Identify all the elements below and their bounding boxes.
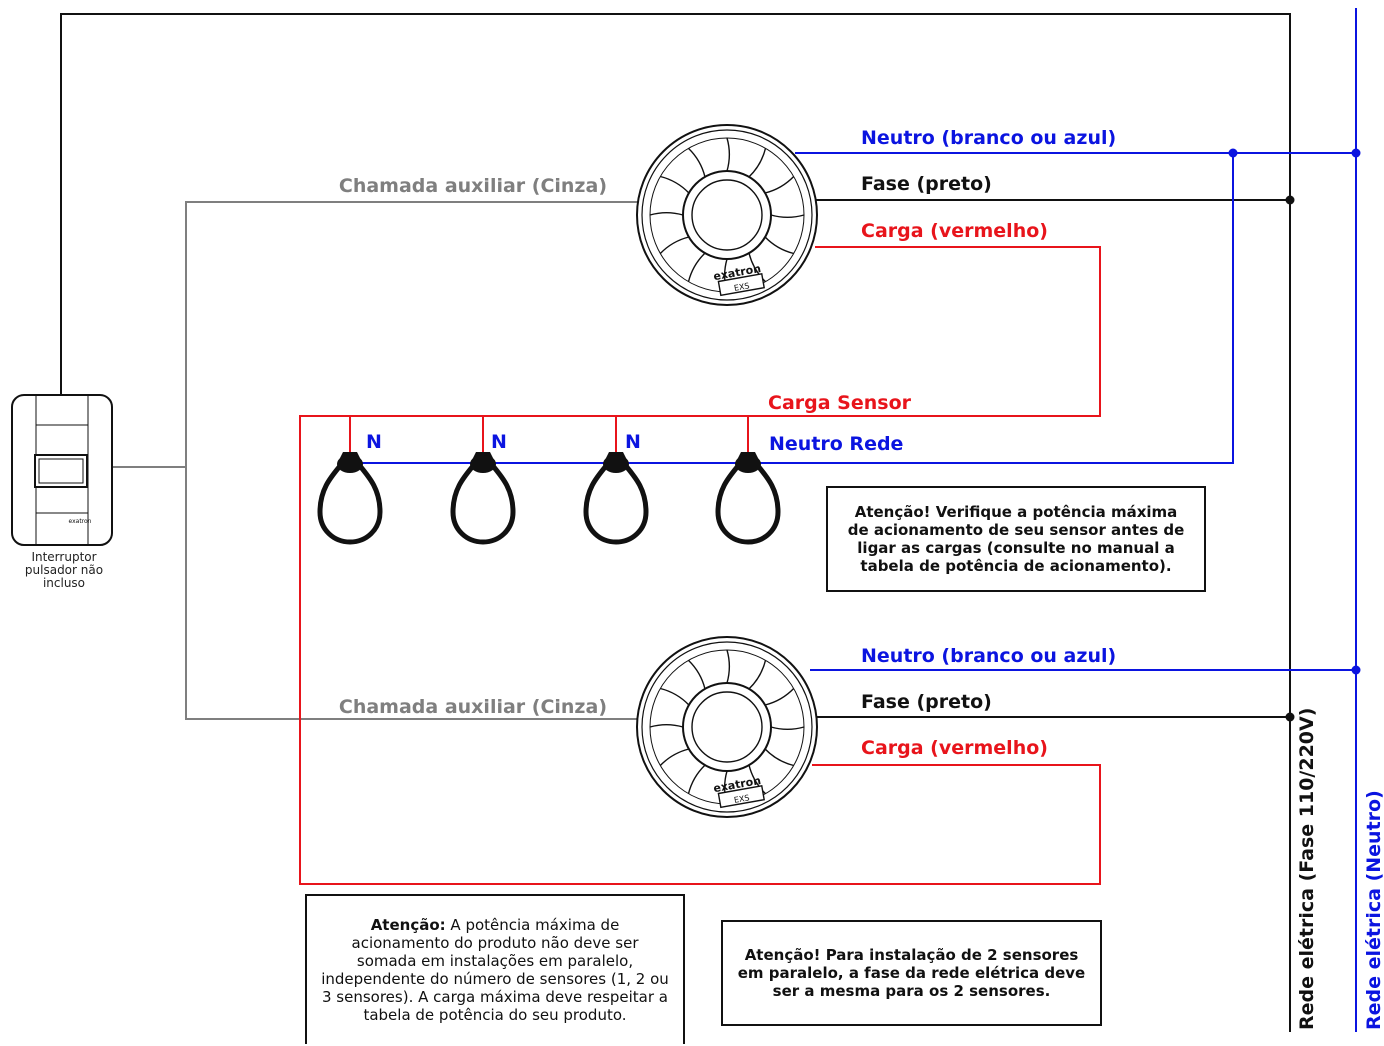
switch-icon: exatron bbox=[11, 394, 113, 546]
label-carga-top: Carga (vermelho) bbox=[861, 220, 1048, 242]
note-parallel-power-bold: Atenção: bbox=[370, 916, 446, 934]
neutro-junction-c bbox=[1351, 665, 1361, 675]
label-n-2: N bbox=[491, 431, 507, 453]
neutro-junction-a bbox=[1228, 148, 1238, 158]
sensor-top-model: EXS bbox=[733, 281, 750, 293]
label-chamada-top: Chamada auxiliar (Cinza) bbox=[339, 175, 607, 197]
label-carga-sensor: Carga Sensor bbox=[768, 392, 912, 414]
switch-brand: exatron bbox=[69, 518, 92, 525]
lamp-3-icon bbox=[586, 452, 646, 542]
note-same-phase: Atenção! Para instalação de 2 sensores e… bbox=[721, 920, 1102, 1026]
label-rede-fase: Rede elétrica (Fase 110/220V) bbox=[1296, 708, 1318, 1030]
switch-caption: Interruptor pulsador não incluso bbox=[24, 550, 104, 590]
lamp-1-icon bbox=[320, 452, 380, 542]
sensor-bottom: exatron EXS bbox=[636, 636, 818, 818]
sensor-bottom-model: EXS bbox=[733, 793, 750, 805]
label-fase-top: Fase (preto) bbox=[861, 173, 992, 195]
note-parallel-power-text: A potência máxima de acionamento do prod… bbox=[321, 916, 669, 1024]
neutro-junction-b bbox=[1351, 148, 1361, 158]
sensor-top: exatron EXS bbox=[636, 124, 818, 306]
label-n-1: N bbox=[366, 431, 382, 453]
label-neutro-rede: Neutro Rede bbox=[769, 433, 903, 455]
label-fase-bottom: Fase (preto) bbox=[861, 691, 992, 713]
label-carga-bottom: Carga (vermelho) bbox=[861, 737, 1048, 759]
note-parallel-power: Atenção: A potência máxima de acionament… bbox=[305, 894, 685, 1044]
lamp-2-icon bbox=[453, 452, 513, 542]
label-rede-neutro: Rede elétrica (Neutro) bbox=[1363, 790, 1384, 1030]
fase-junction-top bbox=[1285, 195, 1295, 205]
label-neutro-bottom: Neutro (branco ou azul) bbox=[861, 645, 1116, 667]
label-chamada-bottom: Chamada auxiliar (Cinza) bbox=[339, 696, 607, 718]
lamp-4-icon bbox=[718, 452, 778, 542]
label-neutro-top: Neutro (branco ou azul) bbox=[861, 127, 1116, 149]
fase-junction-bottom bbox=[1285, 712, 1295, 722]
note-power-check: Atenção! Verifique a potência máxima de … bbox=[826, 486, 1206, 592]
label-n-3: N bbox=[625, 431, 641, 453]
